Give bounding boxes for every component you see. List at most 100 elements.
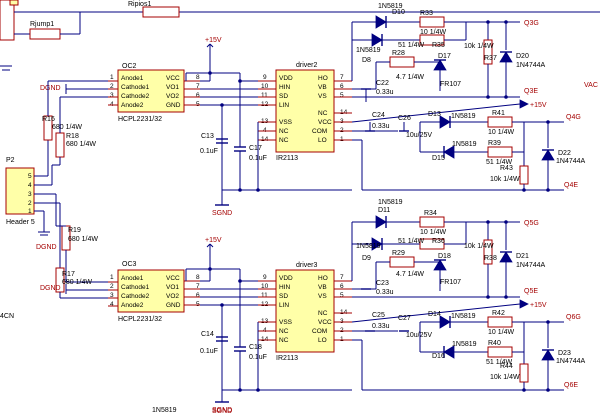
- opto-num-1: 1: [110, 274, 114, 281]
- pullups-bottom: R19 680 1/4W R17 680 1/4W DGND: [40, 194, 108, 299]
- d14-ref: D14: [428, 311, 441, 318]
- q6e-junction-1: [522, 388, 526, 392]
- r33-ref: R33: [420, 10, 433, 17]
- opto-body: [117, 69, 185, 113]
- rjump-resistor: [29, 28, 61, 40]
- r34-body: [419, 216, 445, 228]
- header-pin-2: 2: [28, 200, 32, 207]
- drv-pin-sd: SD: [279, 293, 288, 300]
- opto-pin-vcc: VCC: [166, 75, 180, 82]
- supply-arrow-r: [209, 43, 214, 48]
- opto-num-1: 1: [110, 74, 114, 81]
- r29-body: [389, 256, 415, 268]
- supply-label: +15V: [205, 37, 222, 44]
- d11-type: 1N5819: [378, 199, 403, 206]
- vdd-junction: [238, 279, 242, 283]
- sgnd-junction-2: [256, 388, 260, 392]
- decoupling-caps: C14 0.1uF C18 0.1uF: [200, 279, 267, 390]
- ripios-resistor: [142, 6, 180, 18]
- r17-val: 680 1/4W: [62, 279, 92, 286]
- d21-diode: [499, 251, 513, 263]
- header-pin-4: 4: [28, 182, 32, 189]
- drv-num-5: 5: [340, 92, 344, 99]
- drv-num-9: 9: [263, 274, 267, 281]
- r44-body: [519, 363, 529, 383]
- drv-pin-vcc: VCC: [318, 119, 332, 126]
- r16-ref: R16: [42, 116, 55, 123]
- drv-num-11: 11: [261, 92, 268, 99]
- r28-body: [389, 56, 415, 68]
- opto-num-4: 4: [110, 301, 114, 308]
- drv-pin-lo: LO: [318, 337, 327, 344]
- opto-pin-anode1: Anode1: [121, 275, 144, 282]
- drv-num-6: 6: [340, 83, 344, 90]
- c25-val: 0.33u: [372, 323, 390, 330]
- driver-type: IR2113: [276, 355, 298, 362]
- d23-type: 1N4744A: [556, 358, 586, 365]
- r38-val: 10k 1/4W: [464, 243, 494, 250]
- sgnd-junction-2: [256, 188, 260, 192]
- d15-type: 1N5819: [452, 141, 477, 148]
- r37-val: 10k 1/4W: [464, 43, 494, 50]
- c22-val: 0.33u: [376, 89, 394, 96]
- vcc-to-rail: [351, 303, 521, 323]
- opto-num-2: 2: [110, 283, 114, 290]
- q6e-junction-2: [546, 388, 550, 392]
- driver-type: IR2113: [276, 155, 298, 162]
- opto-pin-cathode2: Cathode2: [121, 93, 150, 100]
- drv-pin-nc2: NC: [279, 337, 289, 344]
- sgnd-junction-1: [238, 388, 242, 392]
- header-body: [5, 167, 35, 215]
- r18-val: 680 1/4W: [66, 141, 96, 148]
- drv-num-5: 5: [340, 292, 344, 299]
- d8-diode: [371, 33, 383, 47]
- vcc-to-rail: [351, 103, 521, 123]
- gnd-junction: [220, 303, 224, 307]
- drv-num-10: 10: [261, 83, 269, 90]
- opto-pin-cathode2: Cathode2: [121, 293, 150, 300]
- drv-pin-vdd: VDD: [279, 275, 293, 282]
- r36-val: 51 1/4W: [398, 238, 424, 245]
- opto-pin-anode1: Anode1: [121, 75, 144, 82]
- opto-num-3: 3: [110, 92, 114, 99]
- r43-body: [519, 165, 529, 185]
- bottom-part-label: 1N5819: [152, 407, 177, 414]
- drv-pin-lin: LIN: [279, 102, 289, 109]
- r43-val: 10k 1/4W: [490, 176, 520, 183]
- rail-arrow: [519, 299, 529, 309]
- decoupling-caps: C13 0.1uF C17 0.1uF: [200, 79, 267, 190]
- r40-val: 51 1/4W: [486, 359, 512, 366]
- d13-type: 1N5819: [451, 113, 476, 120]
- r44-ref: R44: [500, 363, 513, 370]
- dgnd-top-label: DGND: [40, 85, 61, 92]
- d10-type: 1N5819: [378, 3, 403, 10]
- pullups-top: DGND R16 680 1/4W R18 680 1/4W: [40, 80, 108, 185]
- r18-ref: R18: [66, 133, 79, 140]
- opto-num-8: 8: [196, 74, 200, 81]
- header-pin-1: 1: [28, 208, 32, 215]
- opto-num-8: 8: [196, 274, 200, 281]
- q4g-net: Q4G: [566, 114, 581, 121]
- q3g-junction-1: [486, 20, 490, 24]
- d22-type: 1N4744A: [556, 158, 586, 165]
- opto-pin-cathode1: Cathode1: [121, 84, 150, 91]
- c23-val: 0.33u: [376, 289, 394, 296]
- opto-pin-anode2: Anode2: [121, 102, 144, 109]
- drv-pin-nc1: NC: [279, 128, 289, 135]
- supply-arrow-l: [206, 243, 211, 248]
- r41-val: 10 1/4W: [488, 129, 514, 136]
- header-pin-5: 5: [28, 173, 32, 180]
- channel-1: +15V OC2 HCPL2231/32 Anode1 Cathode1 Cat…: [108, 3, 586, 217]
- gnd-junction: [220, 103, 224, 107]
- drv-pin-nc3: NC: [318, 310, 328, 317]
- opto-pin-gnd: GND: [166, 102, 181, 109]
- r34-ref: R34: [424, 210, 437, 217]
- c13-val: 0.1uF: [200, 148, 218, 155]
- drv-pin-com: COM: [312, 128, 327, 135]
- d20-diode: [499, 51, 513, 63]
- partial-component-top-left: [0, 0, 15, 41]
- d21-type: 1N4744A: [516, 262, 546, 269]
- r19-val: 680 1/4W: [68, 236, 98, 243]
- d22-ref: D22: [558, 150, 571, 157]
